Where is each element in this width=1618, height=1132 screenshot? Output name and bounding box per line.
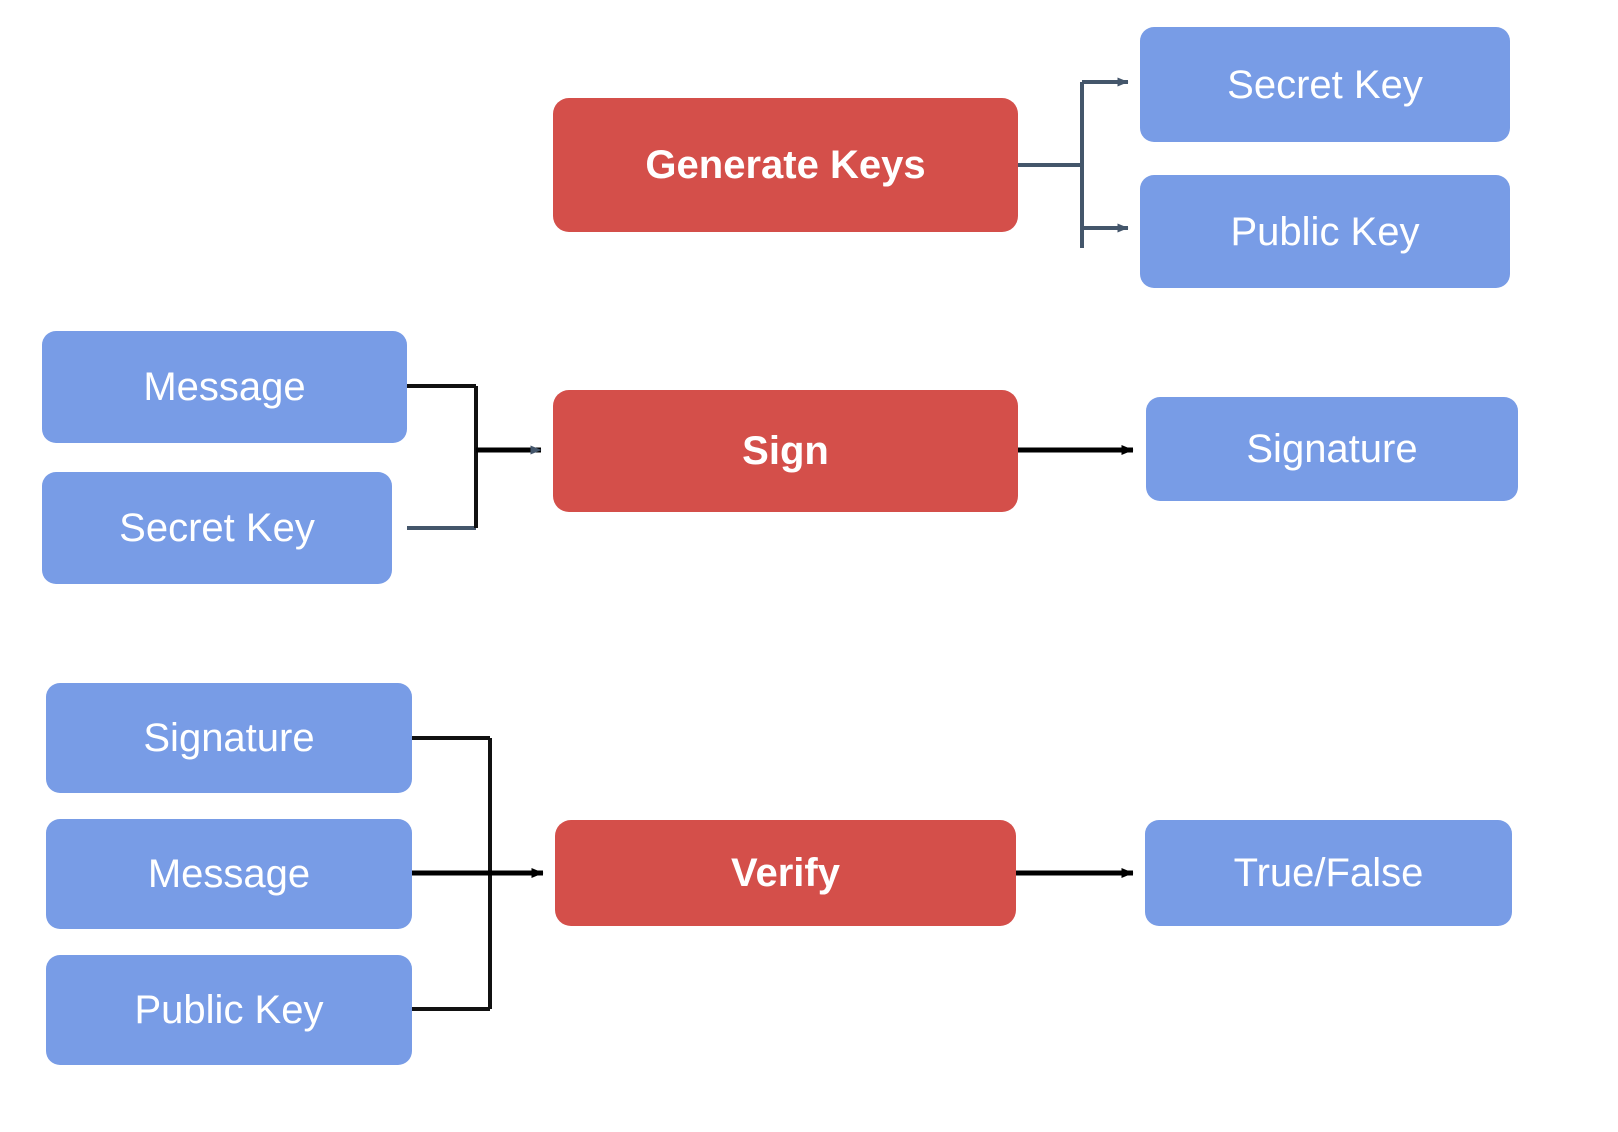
node-secret-key-output[interactable]: Secret Key [1140, 27, 1510, 142]
node-verify[interactable]: Verify [555, 820, 1016, 926]
connector-verify-merge [410, 736, 544, 1011]
node-sign[interactable]: Sign [553, 390, 1018, 512]
node-verify-input-message[interactable]: Message [46, 819, 412, 929]
connector-sign-merge [407, 384, 542, 530]
node-sign-input-secret-key[interactable]: Secret Key [42, 472, 392, 584]
node-signature-output[interactable]: Signature [1146, 397, 1518, 501]
node-generate-keys[interactable]: Generate Keys [553, 98, 1018, 232]
node-public-key-output[interactable]: Public Key [1140, 175, 1510, 288]
node-true-false-output[interactable]: True/False [1145, 820, 1512, 926]
node-sign-input-message[interactable]: Message [42, 331, 407, 443]
node-verify-input-signature[interactable]: Signature [46, 683, 412, 793]
connector-generate-keys-split [1018, 77, 1129, 248]
node-verify-input-public-key[interactable]: Public Key [46, 955, 412, 1065]
